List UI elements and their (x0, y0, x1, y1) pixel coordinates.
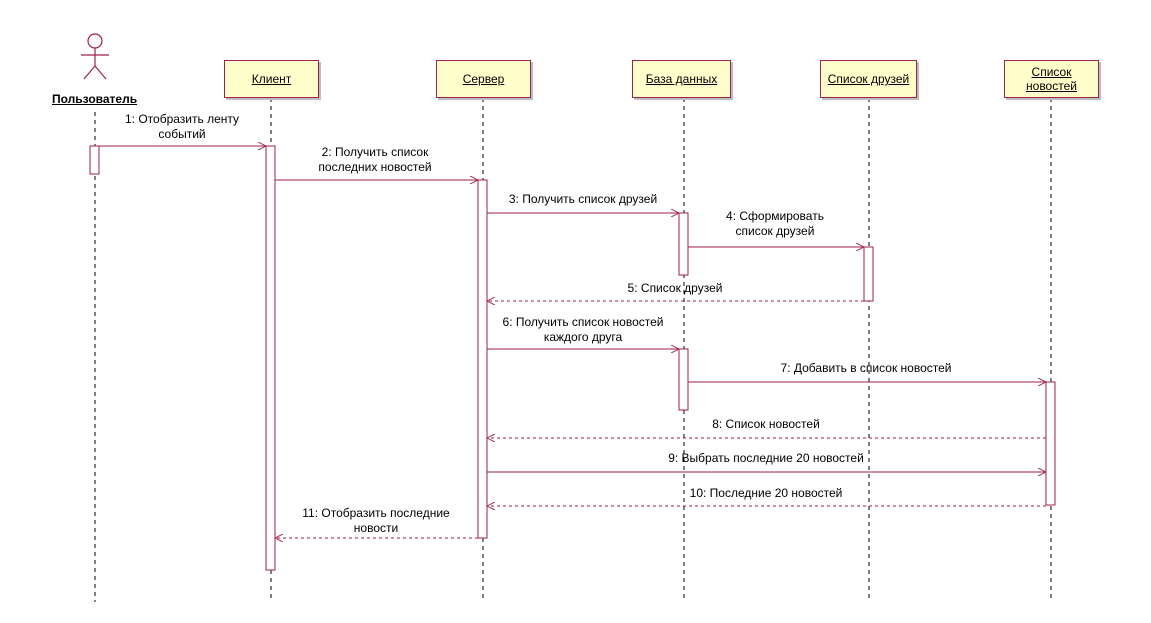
participant-news-list: Список новостей (1004, 60, 1099, 98)
message-label-11: 11: Отобразить последние новости (302, 506, 449, 536)
message-label-6-line2: каждого друга (543, 330, 623, 344)
activation-actor (89, 145, 100, 175)
activation-server (477, 179, 488, 539)
activation-friends (863, 246, 874, 302)
participant-friends-list: Список друзей (820, 60, 917, 98)
participant-server: Сервер (436, 60, 531, 98)
message-label-4: 4: Сформировать список друзей (726, 209, 824, 239)
activation-db-1 (678, 212, 689, 276)
message-label-1-line1: 1: Отобразить ленту (124, 112, 240, 126)
message-label-4-line2: список друзей (735, 224, 815, 238)
activation-client (265, 145, 276, 571)
message-label-2-line1: 2: Получить список (321, 145, 429, 159)
message-label-2-line2: последних новостей (318, 160, 432, 174)
message-label-9: 9: Выбрать последние 20 новостей (668, 451, 864, 466)
message-label-7-line1: 7: Добавить в список новостей (780, 361, 952, 375)
message-label-3-line1: 3: Получить список друзей (508, 192, 658, 206)
user-actor-icon (81, 33, 109, 80)
message-label-11-line2: новости (353, 521, 399, 535)
message-label-8-line1: 8: Список новостей (712, 417, 820, 431)
message-label-3: 3: Получить список друзей (509, 192, 657, 207)
participant-client: Клиент (224, 60, 319, 98)
participant-database: База данных (632, 60, 731, 98)
actor-label: Пользователь (52, 92, 138, 106)
message-label-10: 10: Последние 20 новостей (690, 486, 843, 501)
message-label-5-line1: 5: Список друзей (627, 281, 723, 295)
activation-news (1045, 381, 1056, 506)
activation-db-2 (678, 348, 689, 411)
message-label-1: 1: Отобразить ленту событий (125, 112, 239, 142)
participant-news-list-label: Список новостей (1026, 65, 1077, 93)
message-label-6: 6: Получить список новостей каждого друг… (503, 315, 664, 345)
message-label-1-line2: событий (158, 127, 206, 141)
message-label-7: 7: Добавить в список новостей (781, 361, 952, 376)
message-label-4-line1: 4: Сформировать (726, 209, 824, 223)
message-label-10-line1: 10: Последние 20 новостей (689, 486, 843, 500)
message-label-6-line1: 6: Получить список новостей (502, 315, 664, 329)
message-label-9-line1: 9: Выбрать последние 20 новостей (668, 451, 864, 465)
message-label-2: 2: Получить список последних новостей (318, 145, 431, 175)
message-label-8: 8: Список новостей (712, 417, 820, 432)
message-label-5: 5: Список друзей (628, 281, 723, 296)
message-label-11-line1: 11: Отобразить последние (302, 506, 450, 520)
